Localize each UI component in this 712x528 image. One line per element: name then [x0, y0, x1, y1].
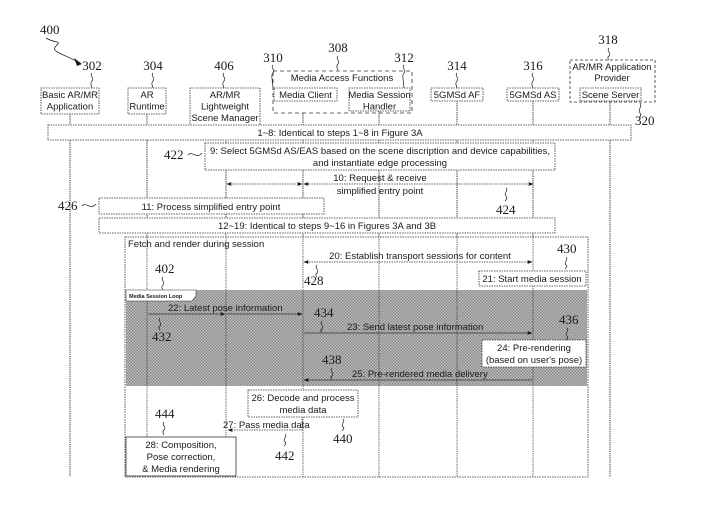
step-26-ref: 440	[333, 431, 353, 446]
step-20-text: 20: Establish transport sessions for con…	[329, 251, 511, 262]
provider-label-2: Provider	[594, 73, 629, 84]
participant-media-client: Media Client 310	[263, 50, 338, 102]
figure-ref-arrow-icon	[74, 58, 82, 66]
participant-ref: 312	[394, 50, 414, 65]
loop-tag	[125, 289, 197, 302]
step-1-8-text: 1~8: Identical to steps 1~8 in Figure 3A	[257, 128, 423, 139]
step-25-ref: 438	[322, 352, 342, 367]
step-24-text-1: 24: Pre-rendering	[497, 343, 571, 354]
participant-label: Basic AR/MR	[42, 90, 98, 101]
step-24-text-2: (based on user's pose)	[486, 355, 582, 366]
participant-label: Lightweight	[201, 102, 249, 113]
participant-label: 5GMSd AS	[510, 90, 557, 101]
step-10-ref: 424	[496, 202, 516, 217]
participant-box	[40, 87, 100, 115]
participant-ref: 302	[82, 58, 102, 73]
step-28-box	[125, 436, 237, 477]
step-26-box	[247, 389, 359, 418]
step-28-text-2: Pose correction,	[147, 452, 216, 463]
step-27-text: 27: Pass media data	[223, 420, 310, 431]
step-22-ref: 432	[152, 329, 172, 344]
participant-label: Application	[47, 102, 93, 113]
step-12-19-text: 12~19: Identical to steps 9~16 in Figure…	[218, 221, 436, 232]
step-28-text-3: & Media rendering	[142, 464, 220, 475]
step-9-text-2: and instantiate edge processing	[313, 158, 447, 169]
step-9-ref: 422	[164, 147, 184, 162]
loop-label: Media Session Loop	[129, 294, 183, 300]
step-10-text-2: simplified entry point	[337, 186, 424, 197]
step-28-ref: 444	[155, 406, 175, 421]
scene-server-ref: 320	[635, 113, 655, 128]
participant-ref-leader	[222, 72, 226, 89]
participant-box	[127, 87, 167, 115]
participant-label: AR/MR	[210, 90, 241, 101]
step-11-ref: 426	[58, 198, 78, 213]
participant-ref-leader	[455, 72, 459, 89]
step-21-box	[478, 270, 587, 287]
fetch-frame-label: Fetch and render during session	[128, 239, 264, 250]
provider-group-box	[569, 59, 656, 103]
step-21-ref: 430	[557, 241, 577, 256]
participant-ref: 316	[523, 58, 543, 73]
participant-ref-leader	[90, 72, 94, 89]
step-26-text-2: media data	[279, 405, 327, 416]
participant-label: Media Session	[348, 90, 410, 101]
participant-ref-leader	[151, 72, 155, 89]
provider-ref: 318	[598, 32, 618, 47]
participant-ref-leader	[271, 64, 275, 89]
participant-headers: Basic AR/MRApplication302ARRuntime304AR/…	[40, 50, 642, 127]
step-10-text-1: 10: Request & receive	[333, 173, 426, 184]
participant-af: 5GMSd AF 314	[430, 58, 484, 102]
participant-ref-leader	[531, 72, 535, 89]
step-24-box	[481, 339, 587, 368]
maf-ref: 308	[328, 40, 348, 55]
step-27-arrow	[227, 419, 303, 432]
participant-label: Handler	[363, 102, 396, 113]
media-session-loop-region	[126, 290, 587, 386]
maf-group-label: Media Access Functions	[291, 73, 394, 84]
step-28-text-1: 28: Composition,	[145, 440, 216, 451]
step-21-text: 21: Start media session	[482, 274, 581, 285]
participant-scene-server: Scene Server	[579, 87, 642, 102]
step-12-19-box	[98, 217, 556, 234]
step-1-8-box	[47, 124, 632, 141]
figure-ref: 400	[40, 22, 60, 37]
step-20-ref: 428	[304, 273, 324, 288]
participant-box	[348, 87, 411, 112]
step-22-text: 22: Latest pose information	[168, 303, 283, 314]
participant-label: 5GMSd AF	[434, 90, 481, 101]
participant-ref: 314	[447, 58, 467, 73]
participant-ref-leader	[402, 64, 406, 89]
participant-label: Scene Manager	[191, 113, 258, 124]
participant-ref: 304	[143, 58, 163, 73]
participant-box	[273, 87, 338, 102]
participant-label: AR	[140, 90, 153, 101]
participant-label: Runtime	[129, 102, 164, 113]
step-26-text-1: 26: Decode and process	[252, 393, 355, 404]
provider-label-1: AR/MR Application	[572, 62, 651, 73]
step-11-text: 11: Process simplified entry point	[142, 202, 281, 213]
participant-ref: 406	[214, 58, 234, 73]
participant-box	[579, 87, 642, 102]
step-27-ref: 442	[275, 448, 295, 463]
fetch-frame-ref: 402	[155, 261, 175, 276]
participant-ref: 310	[263, 50, 283, 65]
step-11-box	[98, 197, 325, 215]
step-9-text-1: 9: Select 5GMSd AS/EAS based on the scen…	[210, 146, 550, 157]
step-9-box	[204, 142, 556, 171]
participant-label: Media Client	[279, 90, 332, 101]
step-23-text: 23: Send latest pose information	[347, 322, 483, 333]
step-23-ref: 434	[314, 305, 334, 320]
participant-label: Scene Server	[582, 90, 640, 101]
figure-ref-leader	[45, 37, 79, 63]
participant-as: 5GMSd AS 316	[506, 58, 560, 102]
step-24-ref: 436	[559, 312, 579, 327]
step-25-text: 25: Pre-rendered media delivery	[352, 369, 488, 380]
